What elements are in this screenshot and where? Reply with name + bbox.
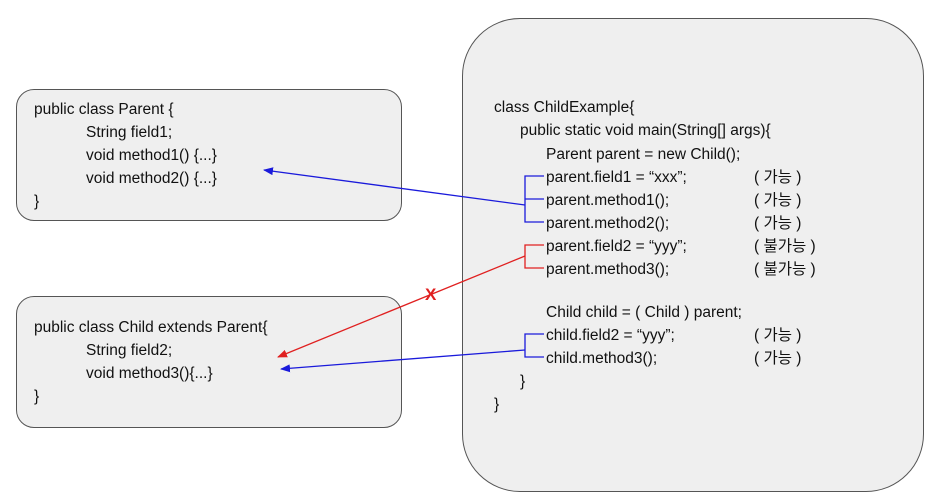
parent-class-close: } xyxy=(34,193,40,210)
arrow-to-child-members-denied xyxy=(277,255,526,358)
status-child-field2: ( 가능 ) xyxy=(754,327,802,344)
bracket-child-allowed xyxy=(524,333,544,358)
status-parent-method2: ( 가능 ) xyxy=(754,215,802,232)
status-parent-method1: ( 가능 ) xyxy=(754,192,802,209)
example-parent-method1: parent.method1(); xyxy=(546,192,670,209)
status-parent-field1: ( 가능 ) xyxy=(754,169,802,186)
status-parent-field2: ( 불가능 ) xyxy=(754,238,816,255)
child-example-box xyxy=(462,18,924,492)
example-parent-new-child: Parent parent = new Child(); xyxy=(546,146,741,163)
example-main-method: public static void main(String[] args){ xyxy=(520,122,771,139)
child-field2: String field2; xyxy=(86,342,173,359)
example-parent-method3: parent.method3(); xyxy=(546,261,670,278)
x-mark: X xyxy=(425,285,437,304)
parent-class-box: public class Parent { String field1; voi… xyxy=(16,89,402,221)
example-parent-field2: parent.field2 = “yyy”; xyxy=(546,238,687,255)
example-child-method3: child.method3(); xyxy=(546,350,658,367)
child-class-close: } xyxy=(34,388,40,405)
example-class-declaration: class ChildExample{ xyxy=(494,99,635,116)
child-class-box: public class Child extends Parent{ Strin… xyxy=(16,296,402,428)
bracket-parent-denied xyxy=(524,244,544,269)
parent-class-declaration: public class Parent { xyxy=(34,101,174,118)
parent-field1: String field1; xyxy=(86,124,173,141)
child-class-declaration: public class Child extends Parent{ xyxy=(34,319,268,336)
arrow-to-parent-methods xyxy=(263,167,526,206)
example-parent-method2: parent.method2(); xyxy=(546,215,670,232)
example-child-field2: child.field2 = “yyy”; xyxy=(546,327,675,344)
parent-method2: void method2() {...} xyxy=(86,170,217,187)
child-method3: void method3(){...} xyxy=(86,365,213,382)
arrow-to-child-members xyxy=(280,349,526,373)
example-parent-field1: parent.field1 = “xxx”; xyxy=(546,169,687,186)
status-parent-method3: ( 불가능 ) xyxy=(754,261,816,278)
bracket-parent-allowed xyxy=(524,175,544,223)
parent-method1: void method1() {...} xyxy=(86,147,217,164)
example-class-close: } xyxy=(494,396,500,413)
status-child-method3: ( 가능 ) xyxy=(754,350,802,367)
example-main-close: } xyxy=(520,373,526,390)
example-child-cast: Child child = ( Child ) parent; xyxy=(546,304,742,321)
